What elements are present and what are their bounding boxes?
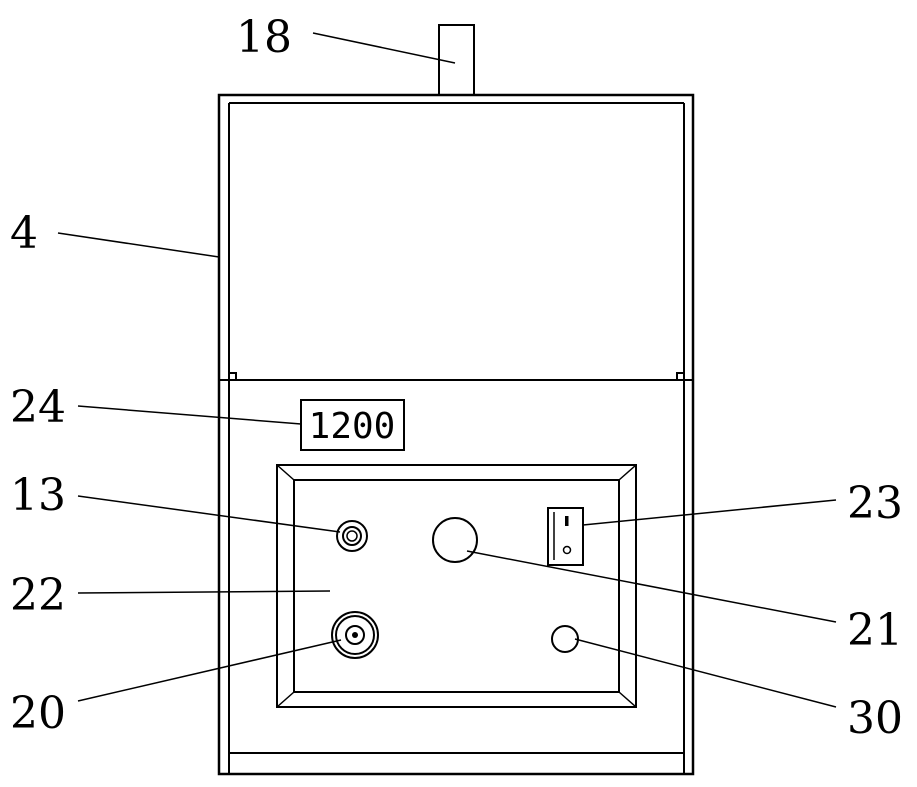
connector-20	[331, 611, 379, 659]
callout-13: 13	[10, 470, 66, 521]
power-switch	[547, 507, 584, 566]
callout-20: 20	[10, 688, 66, 739]
knob-21	[432, 517, 478, 563]
callout-21: 21	[847, 605, 903, 656]
callout-30: 30	[847, 693, 903, 744]
control-panel	[276, 464, 637, 708]
callout-23: 23	[847, 478, 903, 529]
digital-display: 1200	[300, 399, 405, 451]
callout-4: 4	[10, 208, 38, 259]
housing	[217, 93, 695, 776]
lid	[219, 372, 693, 381]
indicator-30	[551, 625, 579, 653]
callout-22: 22	[10, 570, 66, 621]
connector-13	[336, 520, 368, 552]
leader-lines	[57, 32, 837, 708]
callout-24: 24	[10, 382, 66, 433]
display-reading: 1200	[309, 406, 396, 447]
callout-18: 18	[236, 12, 292, 63]
